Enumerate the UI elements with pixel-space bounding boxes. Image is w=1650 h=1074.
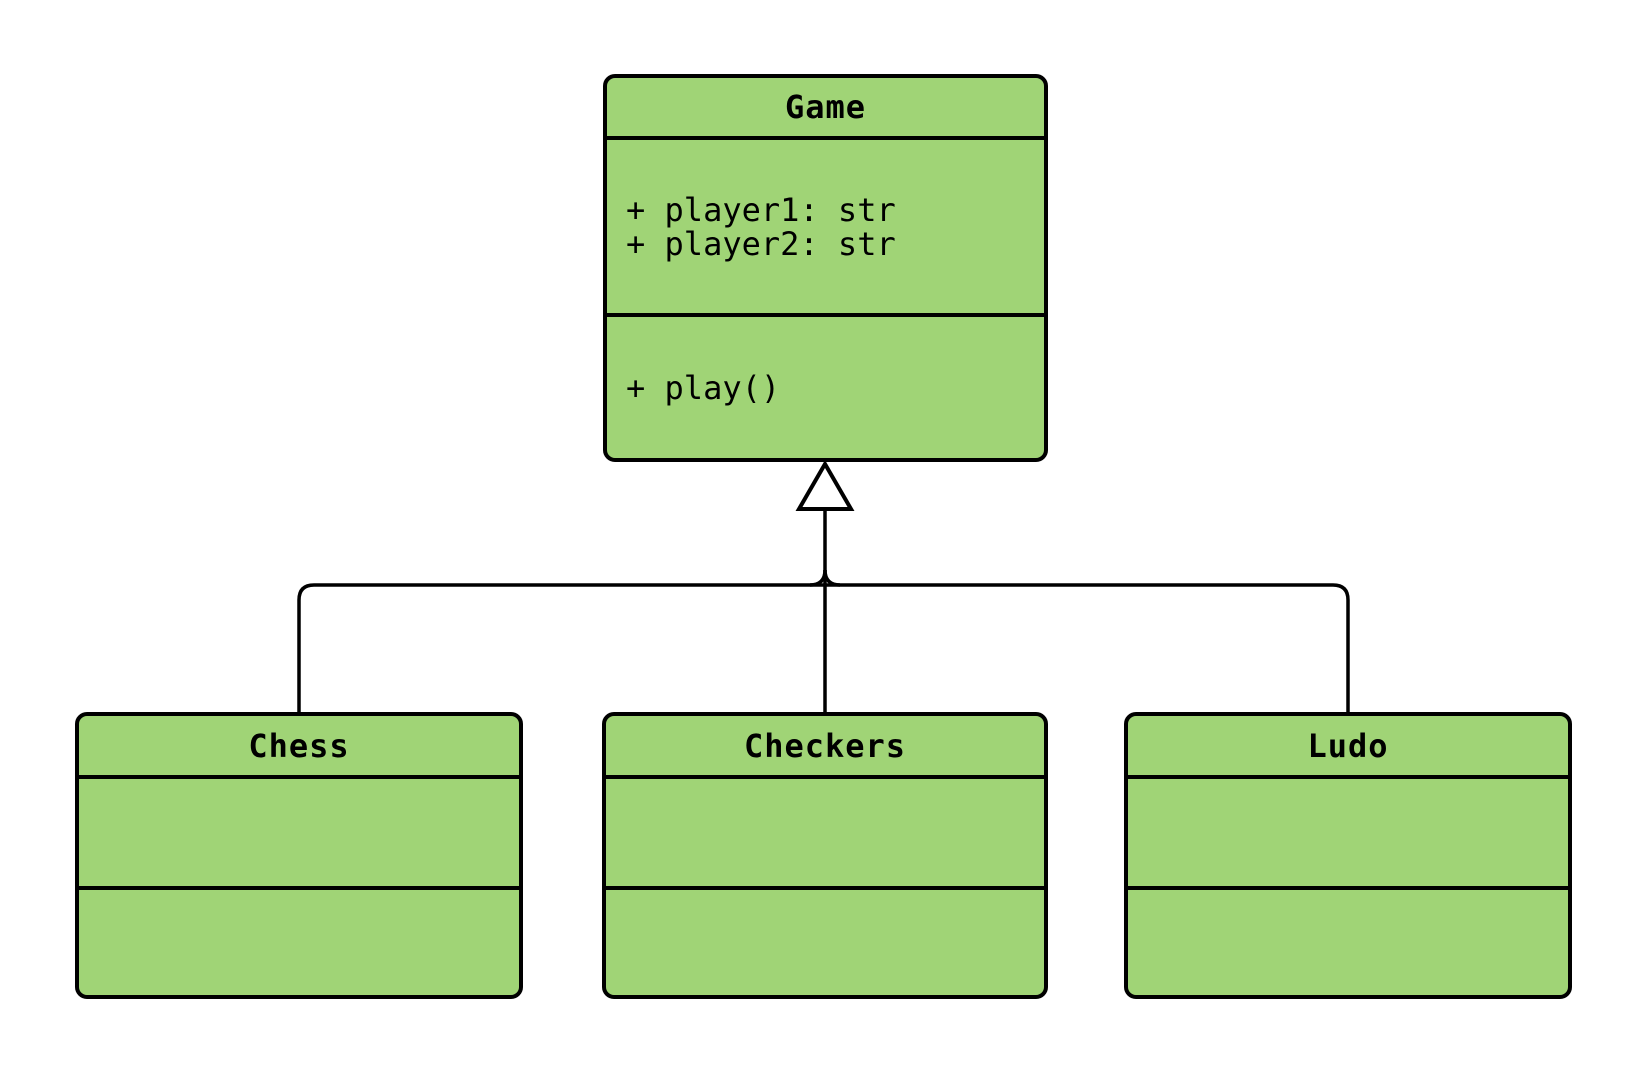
attributes-section — [79, 779, 519, 890]
attribute-line: + player2: str — [626, 224, 896, 263]
attribute-line: + player1: str — [626, 190, 896, 229]
methods-section — [79, 890, 519, 995]
junction-fillet-right — [823, 569, 841, 587]
attributes-section — [606, 779, 1044, 890]
methods-section: + play() — [607, 317, 1044, 458]
class-box-chess: Chess — [75, 712, 523, 999]
methods-section — [1128, 890, 1568, 995]
attributes-section — [1128, 779, 1568, 890]
class-box-ludo: Ludo — [1124, 712, 1572, 999]
method-line: + play() — [626, 368, 781, 407]
attributes-section: + player1: str + player2: str — [607, 140, 1044, 317]
methods-section — [606, 890, 1044, 995]
inheritance-triangle-icon — [795, 460, 855, 511]
class-box-game: Game + player1: str + player2: str + pla… — [603, 74, 1048, 462]
class-box-checkers: Checkers — [602, 712, 1048, 999]
class-title: Chess — [79, 716, 519, 779]
class-title: Game — [607, 78, 1044, 140]
class-title: Checkers — [606, 716, 1044, 779]
junction-fillet-left — [809, 569, 827, 587]
class-title: Ludo — [1128, 716, 1568, 779]
